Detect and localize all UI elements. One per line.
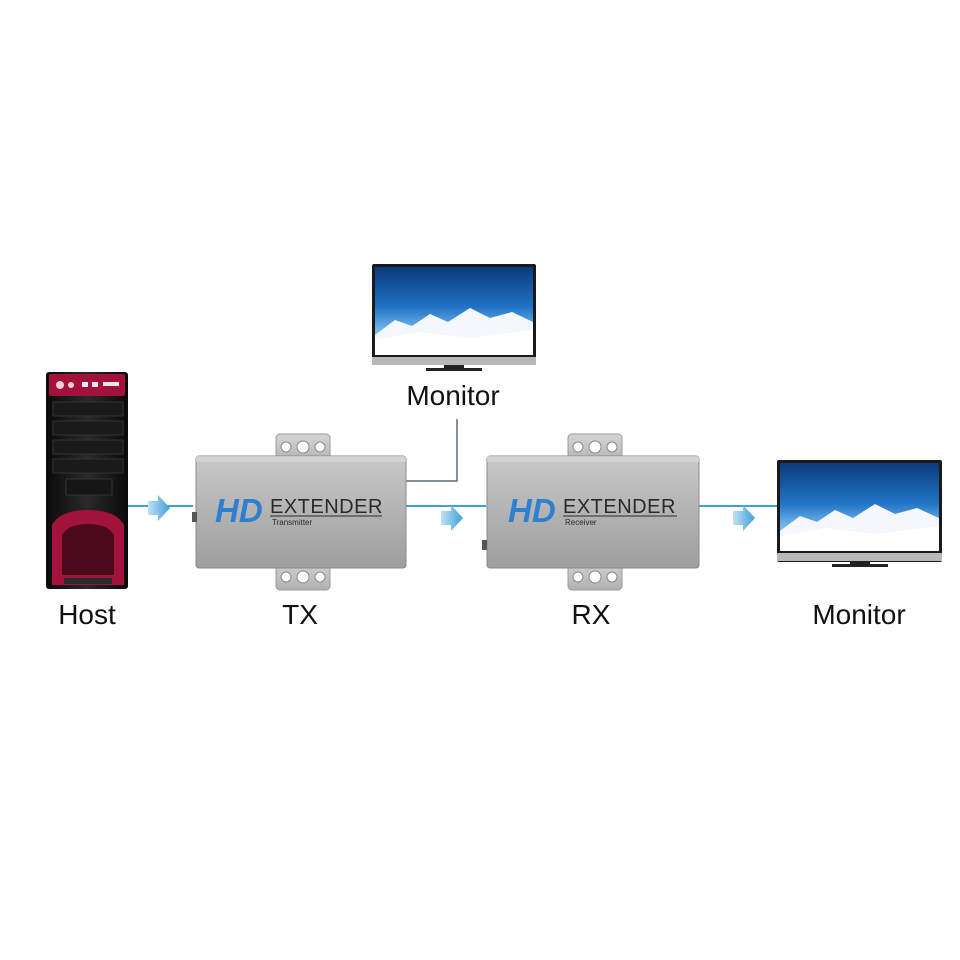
rx-label: RX	[571, 599, 611, 630]
rx-device-subtitle: Receiver	[565, 518, 597, 527]
monitor-icon	[372, 264, 536, 371]
pc-tower-icon	[46, 372, 128, 589]
rx-brand-logo: HD	[508, 492, 556, 529]
monitor-label-right: Monitor	[812, 599, 906, 630]
monitor-label-top: Monitor	[406, 380, 500, 411]
tx-to-top-monitor-line	[406, 419, 458, 482]
tx-extender-device: HD EXTENDER Transmitter	[192, 433, 407, 591]
rx-extender-device: HD EXTENDER Receiver	[482, 433, 700, 591]
rx-device-title: EXTENDER	[563, 496, 676, 518]
host-label: Host	[58, 599, 116, 630]
monitor-icon	[777, 460, 942, 567]
tx-brand-logo: HD	[215, 492, 263, 529]
flow-arrow-icon	[441, 505, 463, 531]
flow-arrow-icon	[733, 505, 755, 531]
tx-device-subtitle: Transmitter	[272, 518, 312, 527]
tx-device-title: EXTENDER	[270, 496, 383, 518]
tx-label: TX	[282, 599, 318, 630]
flow-arrow-icon	[148, 495, 170, 521]
